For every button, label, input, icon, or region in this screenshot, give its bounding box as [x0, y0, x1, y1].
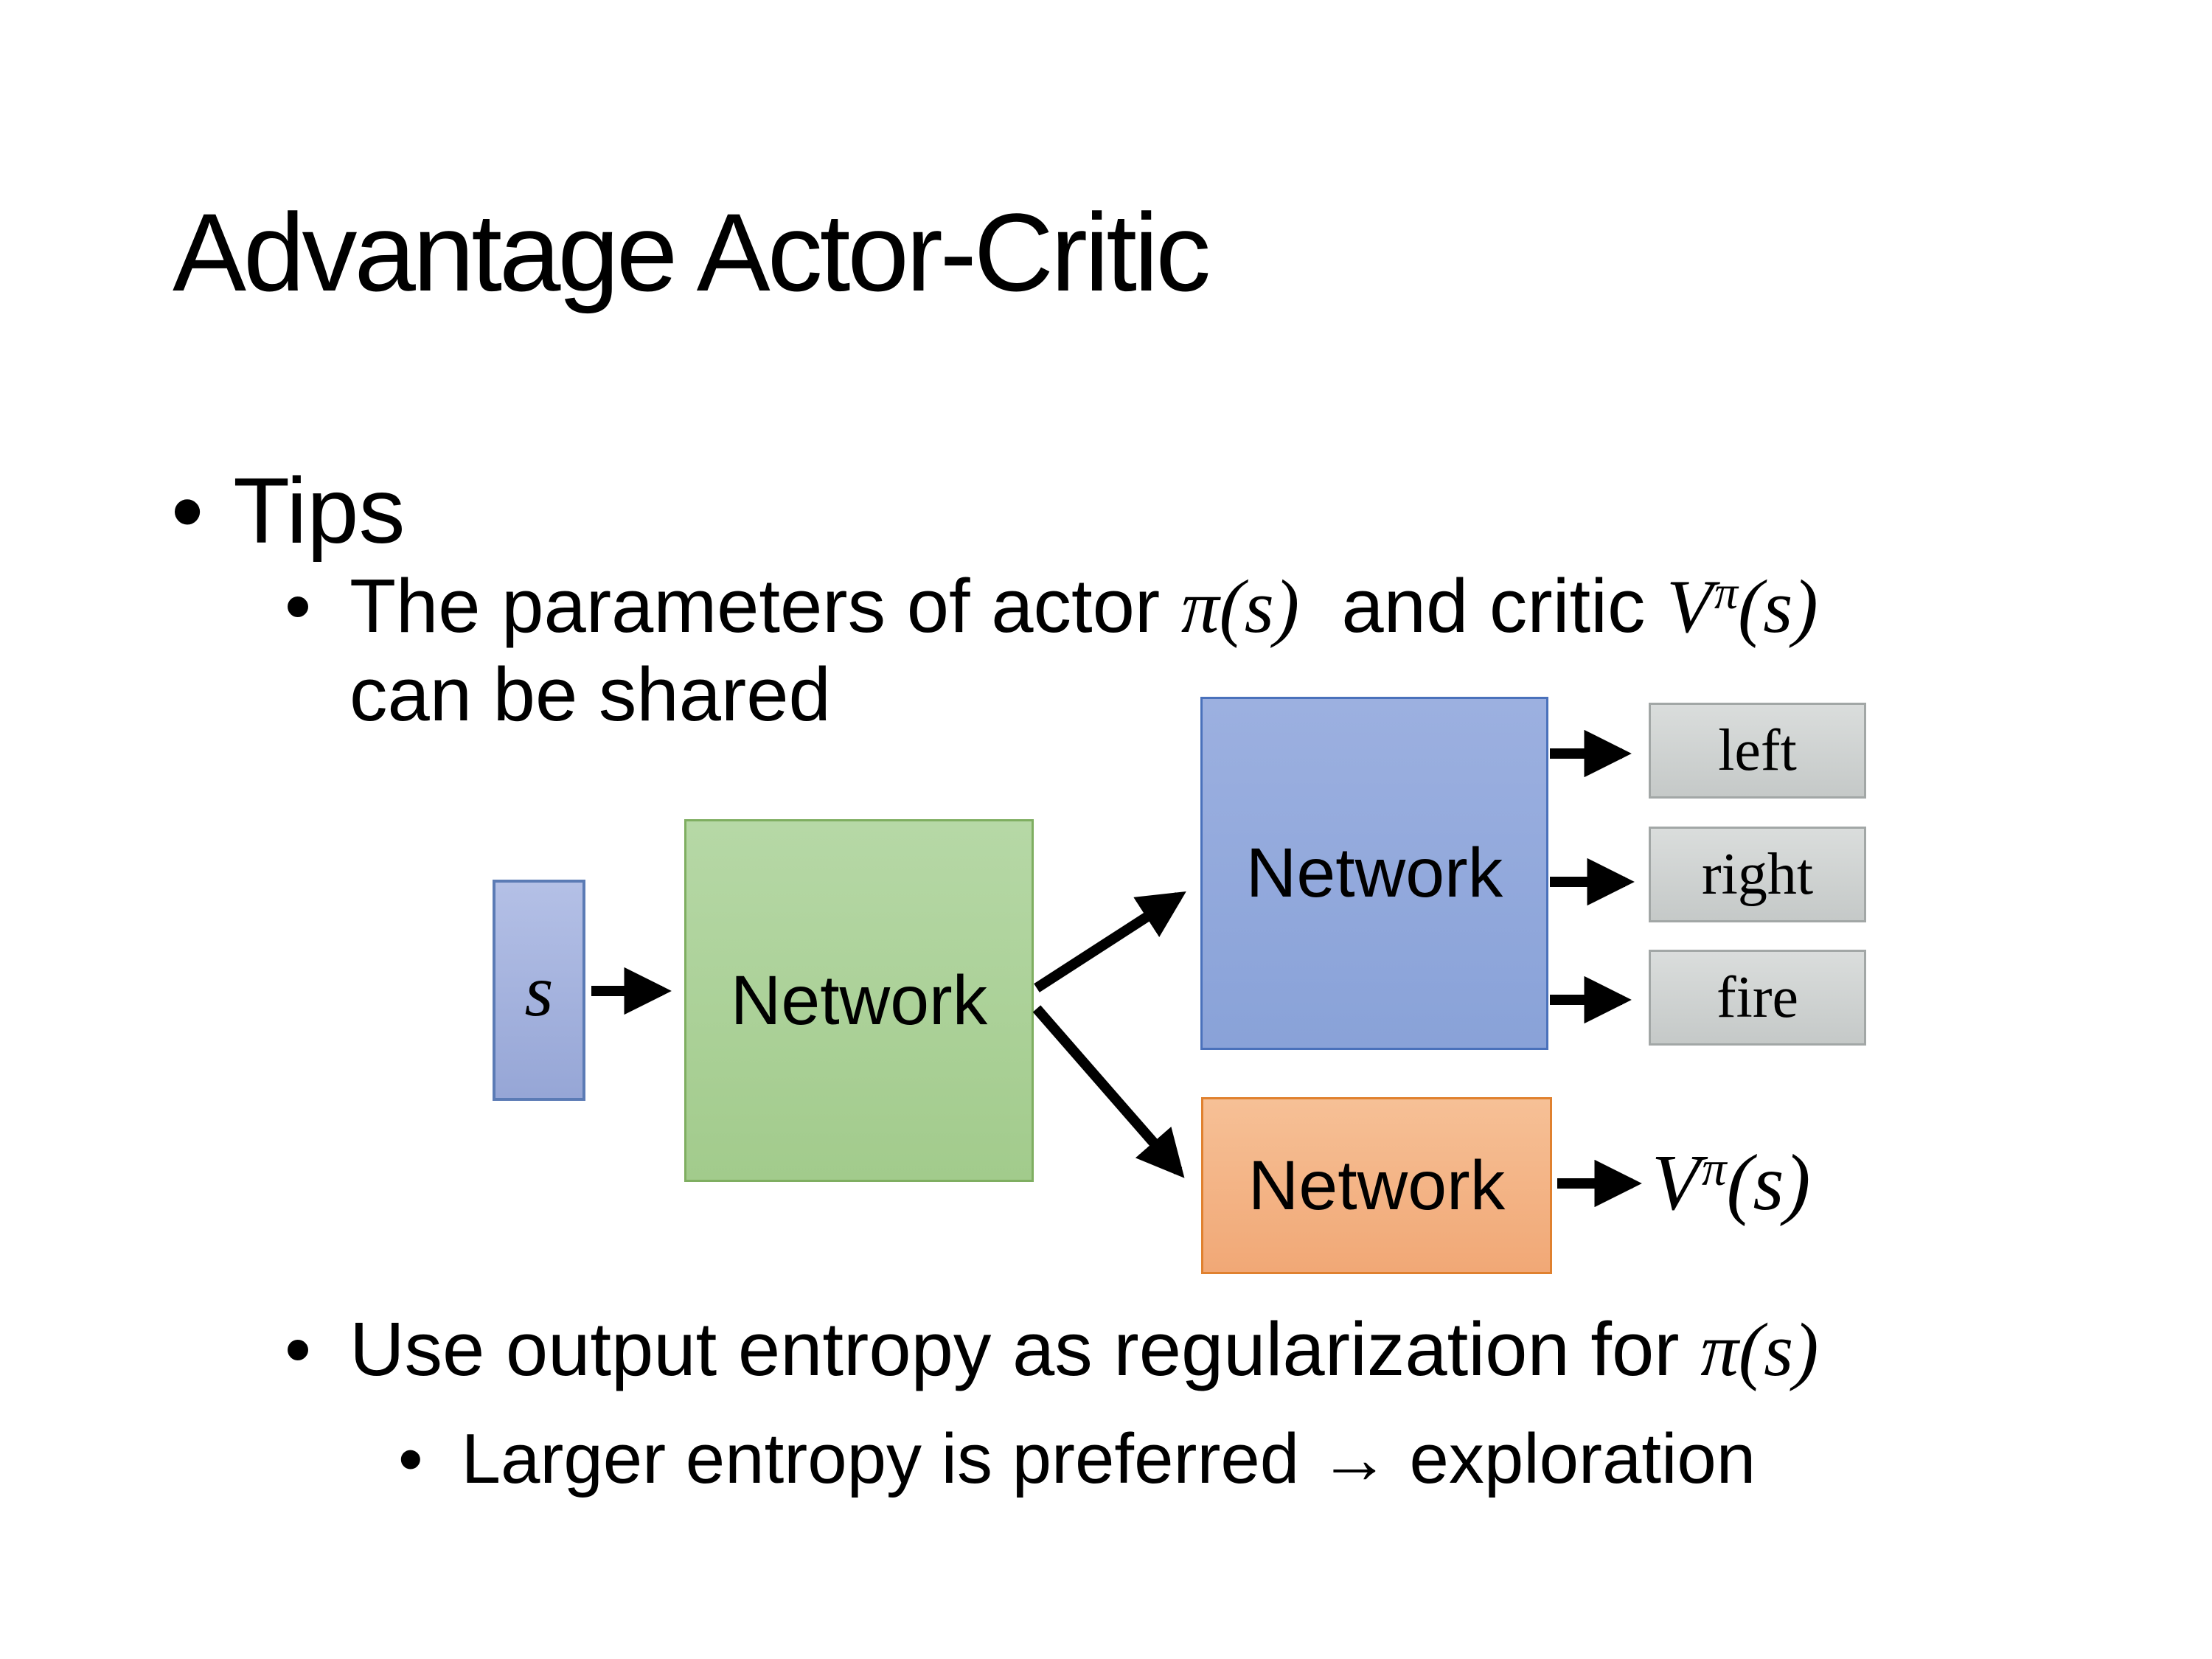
action-left-label: left	[1718, 717, 1797, 783]
action-right-label: right	[1701, 841, 1814, 907]
text-mid: and critic	[1299, 563, 1667, 648]
actor-network-box: Network	[1200, 697, 1548, 1050]
bullet-dot-icon: •	[285, 1307, 312, 1391]
action-box-fire: fire	[1649, 950, 1866, 1046]
bullet-exploration: • Larger entropy is preferred → explorat…	[398, 1416, 1756, 1501]
action-box-left: left	[1649, 703, 1866, 799]
state-label: s	[524, 949, 554, 1032]
bullet-shared-parameters-text: The parameters of actor π(s) and critic …	[349, 560, 1818, 653]
math-v-sup: π	[1714, 566, 1738, 619]
math-critic-v-pi-s: Vπ(s)	[1666, 565, 1818, 649]
value-args: (s)	[1726, 1139, 1811, 1227]
arrow-shared-to-actor	[1034, 891, 1186, 992]
value-sup: π	[1701, 1141, 1727, 1196]
text-pre: The parameters of actor	[349, 563, 1181, 648]
value-output-label: Vπ(s)	[1652, 1135, 1811, 1231]
bullet-dot-icon: •	[285, 563, 312, 648]
critic-network-box: Network	[1201, 1097, 1552, 1274]
actor-network-label: Network	[1245, 834, 1503, 912]
bullet-shared-parameters-cont: can be shared	[349, 649, 831, 740]
shared-network-label: Network	[730, 961, 988, 1040]
bullet-shared-parameters: • The parameters of actor π(s) and criti…	[285, 560, 1818, 653]
text-pre: Use output entropy as regularization for	[349, 1307, 1701, 1391]
action-fire-label: fire	[1716, 964, 1798, 1030]
text-can-be-shared: can be shared	[349, 652, 831, 737]
math-actor-pi-s: π(s)	[1180, 565, 1300, 649]
state-box: s	[493, 880, 585, 1101]
bullet-tips: • Tips	[171, 455, 405, 566]
shared-network-box: Network	[684, 819, 1034, 1182]
bullet-dot-icon: •	[398, 1419, 423, 1498]
critic-network-label: Network	[1248, 1146, 1506, 1225]
bullet-entropy-text: Use output entropy as regularization for…	[349, 1304, 1818, 1397]
math-pi-s: π(s)	[1700, 1308, 1819, 1392]
value-base: V	[1652, 1139, 1700, 1227]
arrow-shared-to-critic	[1032, 1005, 1185, 1178]
bullet-dot-icon: •	[171, 459, 204, 563]
bullet-tips-label: Tips	[233, 459, 406, 563]
page-title: Advantage Actor-Critic	[173, 190, 1211, 314]
action-box-right: right	[1649, 827, 1866, 922]
bullet-entropy-regularization: • Use output entropy as regularization f…	[285, 1304, 1818, 1397]
math-v-base: V	[1666, 565, 1714, 649]
math-v-args: (s)	[1737, 565, 1818, 649]
bullet-exploration-text: Larger entropy is preferred → exploratio…	[461, 1419, 1756, 1498]
